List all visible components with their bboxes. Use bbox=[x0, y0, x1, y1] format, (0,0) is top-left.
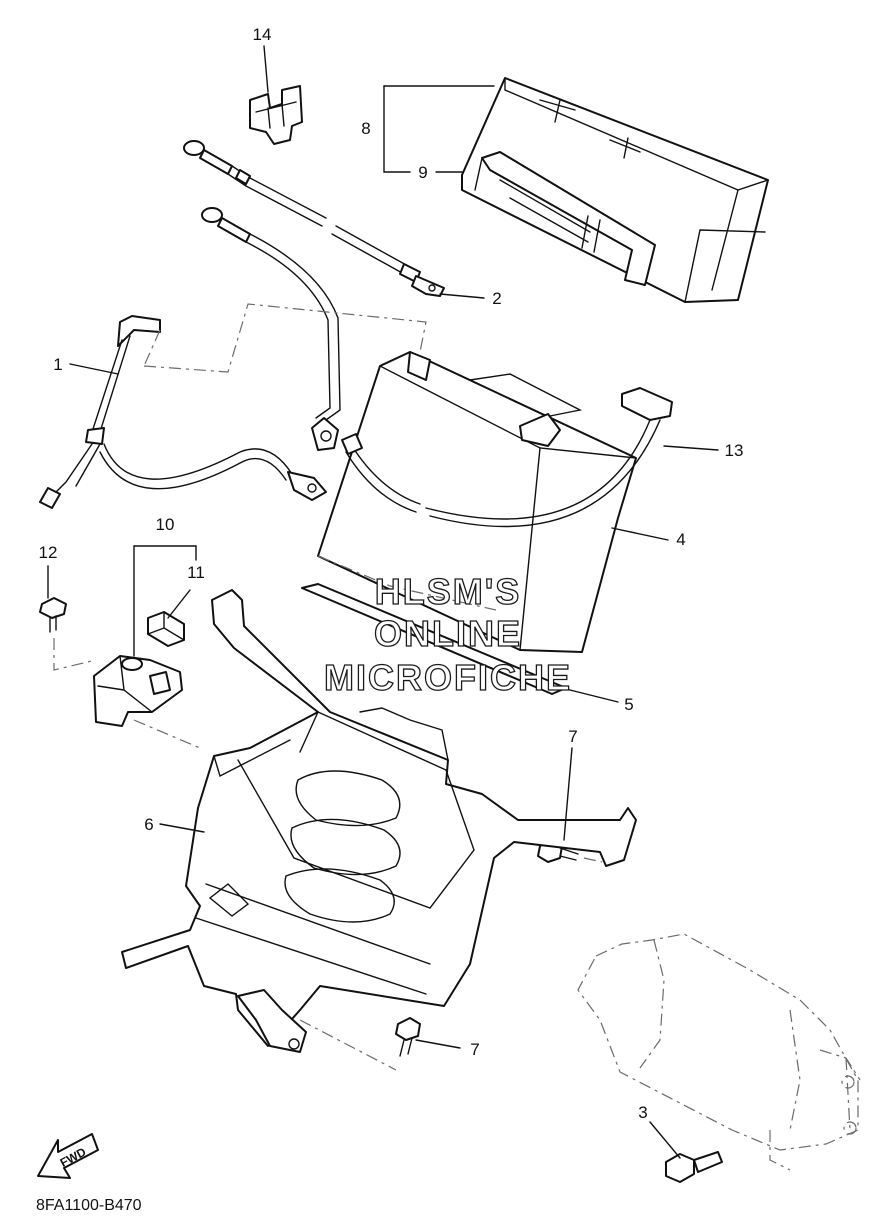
part-4-battery bbox=[317, 351, 637, 653]
part-14-clip bbox=[249, 85, 303, 145]
part-8-battery-cover bbox=[461, 77, 769, 303]
callout-13: 13 bbox=[725, 441, 744, 460]
callout-7-lower: 7 bbox=[470, 1040, 479, 1059]
part-3-bolt bbox=[665, 1151, 723, 1183]
watermark-line3: MICROFICHE bbox=[324, 657, 572, 698]
phantom-lines bbox=[53, 303, 603, 1071]
callout-8: 8 bbox=[361, 119, 370, 138]
part-12-bolt bbox=[39, 597, 67, 633]
part-10-starter-relay bbox=[93, 655, 183, 727]
callout-6: 6 bbox=[144, 815, 153, 834]
callout-5: 5 bbox=[624, 695, 633, 714]
callout-1: 1 bbox=[53, 355, 62, 374]
part-11-fuse bbox=[147, 611, 185, 647]
callout-7-upper: 7 bbox=[568, 727, 577, 746]
callout-14: 14 bbox=[253, 25, 272, 44]
leader-lines bbox=[47, 45, 719, 1159]
diagram-code: 8FA1100-B470 bbox=[36, 1197, 142, 1214]
part-1-lead-wire bbox=[39, 207, 341, 509]
callout-2: 2 bbox=[492, 289, 501, 308]
watermark-line2: ONLINE bbox=[374, 613, 522, 654]
callout-11: 11 bbox=[187, 563, 205, 582]
callout-12: 12 bbox=[39, 543, 58, 562]
part-7-bolt-lower bbox=[395, 1017, 421, 1057]
part-13-breather-hose bbox=[341, 387, 673, 528]
part-3-starter-motor bbox=[577, 933, 861, 1171]
callout-4: 4 bbox=[676, 530, 685, 549]
callout-9: 9 bbox=[418, 163, 427, 182]
part-9-cover-strap bbox=[474, 151, 656, 286]
callout-numbers: 14 8 9 2 1 13 4 10 12 11 5 7 6 7 3 bbox=[39, 25, 744, 1122]
callout-10: 10 bbox=[156, 515, 175, 534]
part-5-band bbox=[301, 583, 567, 695]
fwd-arrow-icon: FWD bbox=[37, 1133, 99, 1179]
part-2-cable bbox=[183, 140, 445, 297]
part-6-battery-box bbox=[121, 589, 637, 1053]
callout-3: 3 bbox=[638, 1103, 647, 1122]
watermark-line1: HLSM'S bbox=[375, 571, 522, 612]
watermark: HLSM'S ONLINE MICROFICHE bbox=[323, 570, 572, 698]
